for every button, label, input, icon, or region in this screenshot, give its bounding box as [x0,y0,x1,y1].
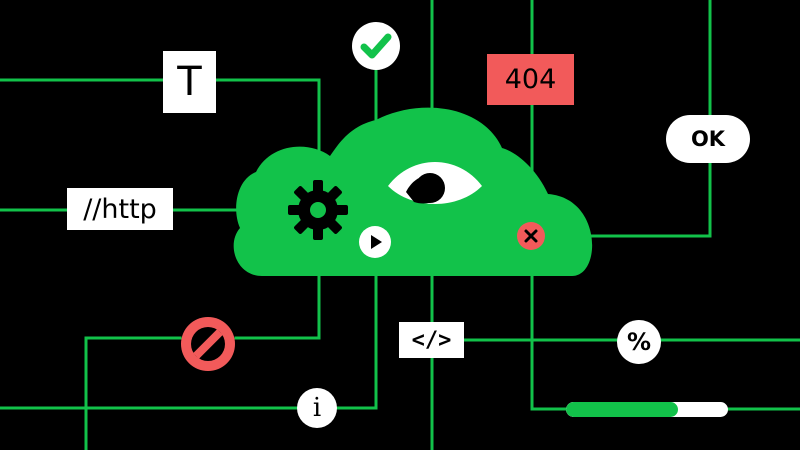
http-chip: //http [67,188,173,230]
ok-pill: OK [666,115,750,163]
ok-label: OK [690,127,726,151]
error-404-badge: 404 [487,54,574,105]
info-label: i [312,393,322,423]
prohibited-icon [180,316,236,372]
code-tag-label: </> [411,327,452,353]
text-tool-chip: T [163,51,216,113]
text-tool-label: T [177,59,202,105]
code-tag-chip: </> [399,322,464,358]
progress-fill [566,402,678,417]
eye-icon [386,158,484,214]
info-badge: i [297,388,337,428]
check-icon [352,22,400,70]
error-code-label: 404 [504,64,557,95]
percent-label: % [626,328,652,356]
close-icon [517,222,545,250]
play-icon [359,226,391,258]
progress-bar [566,402,728,417]
http-label: //http [83,193,157,225]
gear-icon [286,178,350,242]
percent-badge: % [617,320,661,364]
